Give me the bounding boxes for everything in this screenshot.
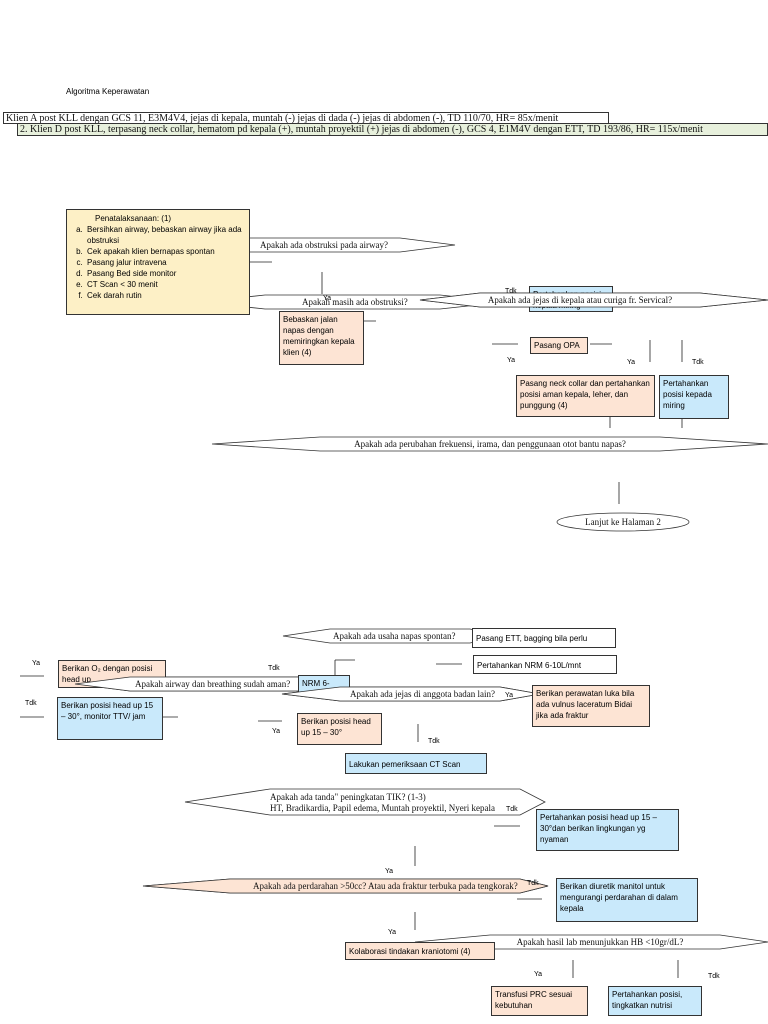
label-ya: Ya — [32, 660, 41, 667]
perawatan-luka-box: Berikan perawatan luka bila ada vulnus l… — [532, 685, 650, 727]
neck-collar-box: Pasang neck collar dan pertahankan posis… — [516, 375, 655, 417]
decision-diamond-d8 — [184, 788, 546, 816]
diuretik-box: Berikan diuretik manitol untuk mengurang… — [556, 878, 698, 922]
decision-d10-text: Apakah hasil lab menunjukkan HB <10gr/dL… — [516, 937, 684, 947]
penatalaksanaan-step: Cek darah rutin — [85, 290, 245, 301]
label-tdk: Tdk — [428, 738, 440, 745]
label-ya: Ya — [388, 929, 397, 936]
penatalaksanaan-step: Bersihkan airway, bebaskan airway jika a… — [85, 224, 245, 246]
label-tdk: Tdk — [268, 665, 280, 672]
page-title: Algoritma Keperawatan — [66, 87, 150, 96]
label-ya: Ya — [534, 971, 543, 978]
head-up-monitor-box: Berikan posisi head up 15 – 30°, monitor… — [57, 697, 163, 740]
penatalaksanaan-step: Cek apakah klien bernapas spontan — [85, 246, 245, 257]
label-tdk: Tdk — [527, 880, 539, 887]
penatalaksanaan-box: Penatalaksanaan: (1) Bersihkan airway, b… — [66, 209, 250, 315]
decision-d3-text: Apakah ada jejas di kepala atau curiga f… — [487, 295, 673, 305]
pasang-ett-box: Pasang ETT, bagging bila perlu — [472, 628, 616, 648]
terminal-ellipse — [556, 512, 690, 532]
decision-d7-text: Apakah ada jejas di anggota badan lain? — [350, 689, 495, 699]
label-ya: Ya — [505, 692, 514, 699]
label-tdk: Tdk — [25, 700, 37, 707]
terminal-text: Lanjut ke Halaman 2 — [585, 517, 661, 527]
penatalaksanaan-step: CT Scan < 30 menit — [85, 279, 245, 290]
ct-scan-box: Lakukan pemeriksaan CT Scan — [345, 753, 487, 774]
decision-d1-text: Apakah ada obstruksi pada airway? — [260, 240, 388, 250]
label-ya: Ya — [507, 357, 516, 364]
label-tdk: Tdk — [505, 288, 517, 295]
pasang-opa-box: Pasang OPA — [530, 337, 588, 354]
nutrisi-box: Pertahankan posisi, tingkatkan nutrisi — [608, 986, 702, 1016]
label-ya: Ya — [272, 728, 281, 735]
transfusi-box: Transfusi PRC sesuai kebutuhan — [491, 986, 588, 1016]
decision-d5-text: Apakah ada usaha napas spontan? — [333, 631, 456, 641]
case-2-description: 2. Klien D post KLL, terpasang neck coll… — [17, 123, 768, 136]
label-tdk: Tdk — [506, 806, 518, 813]
label-tdk: Tdk — [692, 359, 704, 366]
decision-d2-text: Apakah masih ada obstruksi? — [302, 297, 408, 307]
penatalaksanaan-step: Pasang Bed side monitor — [85, 268, 245, 279]
decision-d8-line2: HT, Bradikardia, Papil edema, Muntah pro… — [270, 803, 496, 813]
head-up-box: Berikan posisi head up 15 – 30° — [297, 713, 382, 745]
head-up-nyaman-box: Pertahankan posisi head up 15 – 30°dan b… — [536, 809, 679, 851]
label-ya: Ya — [323, 295, 332, 302]
penatalaksanaan-step: Pasang jalur intravena — [85, 257, 245, 268]
penatalaksanaan-heading: Penatalaksanaan: (1) — [95, 214, 172, 223]
decision-d9-text: Apakah ada perdarahan >50cc? Atau ada fr… — [253, 881, 518, 891]
label-ya: Ya — [627, 359, 636, 366]
decision-d4-text: Apakah ada perubahan frekuensi, irama, d… — [354, 439, 626, 449]
pertahankan-nrm-box: Pertahankan NRM 6-10L/mnt — [473, 655, 617, 674]
label-ya: Ya — [385, 868, 394, 875]
pertahankan-miring-box: Pertahankan posisi kepada miring — [659, 375, 729, 419]
kraniotomi-box: Kolaborasi tindakan kraniotomi (4) — [345, 942, 495, 960]
bebaskan-jalan-napas-box: Bebaskan jalan napas dengan memiringkan … — [279, 311, 364, 365]
decision-diamond-d4 — [211, 436, 768, 452]
decision-d6-text: Apakah airway dan breathing sudah aman? — [135, 679, 291, 689]
label-tdk: Tdk — [708, 973, 720, 980]
decision-d8-line1: Apakah ada tanda" peningkatan TIK? (1-3) — [270, 792, 426, 802]
